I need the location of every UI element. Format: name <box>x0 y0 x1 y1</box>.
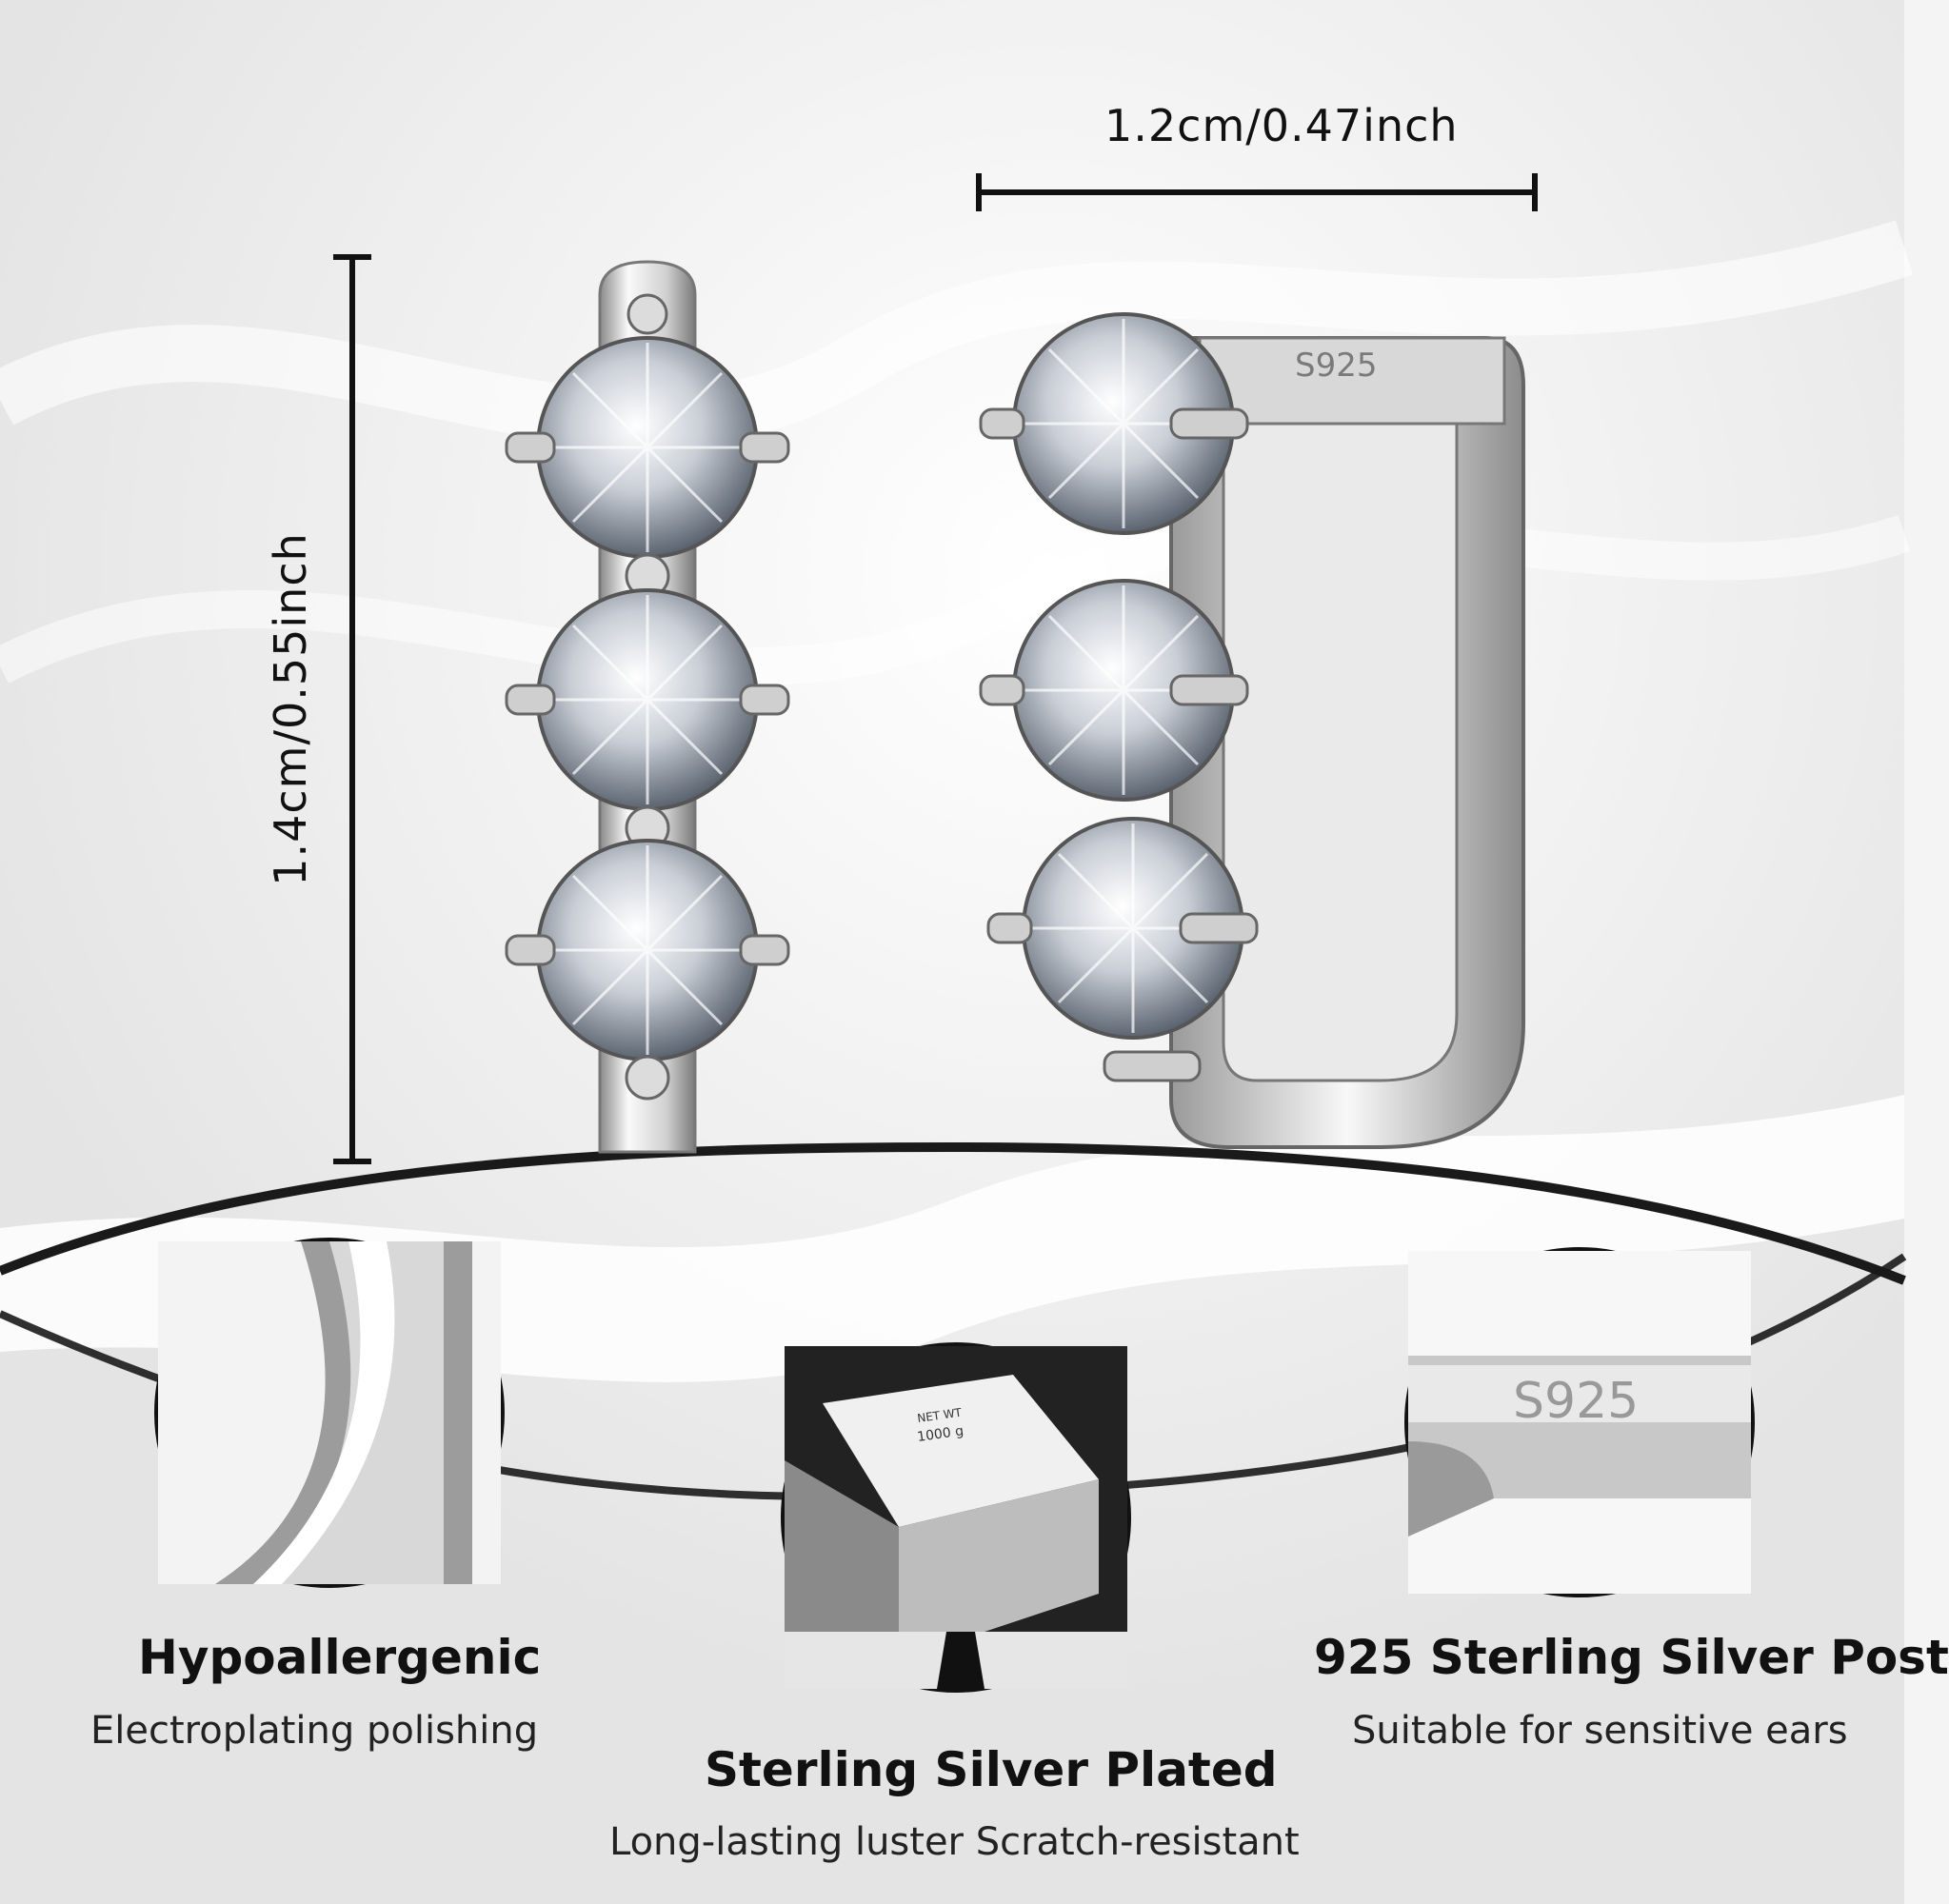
feature-subtitle-hypoallergenic: Electroplating polishing <box>90 1709 539 1753</box>
s925-post-closeup-image: S925 <box>1408 1251 1751 1594</box>
feature-title-plated: Sterling Silver Plated <box>705 1742 1278 1797</box>
height-dimension-line <box>333 254 371 1164</box>
width-label: 1.2cm/0.47inch <box>1104 100 1459 151</box>
feature-subtitle-plated: Long-lasting luster Scratch-resistant <box>609 1820 1300 1864</box>
height-label: 1.4cm/0.55inch <box>265 532 316 886</box>
closeup-stamp: S925 <box>1513 1373 1639 1430</box>
swoosh-arc <box>0 1141 1906 1285</box>
polish-closeup-image <box>158 1241 501 1584</box>
earring-side-view: S925 <box>979 312 1525 1149</box>
feature-title-hypoallergenic: Hypoallergenic <box>138 1630 542 1685</box>
width-dimension-line <box>976 173 1538 211</box>
feature-subtitle-post: Suitable for sensitive ears <box>1352 1709 1848 1753</box>
closeup-s925-post: S925 <box>1404 1247 1755 1597</box>
bar-stamp-line1: NET WT <box>916 1405 963 1424</box>
bar-stamp-line2: 1000 g <box>916 1423 965 1445</box>
silver-bar-closeup-image: NET WT 1000 g <box>785 1346 1127 1689</box>
feature-title-post: 925 Sterling Silver Post <box>1314 1630 1949 1685</box>
earring-front-view <box>505 260 790 1154</box>
earring-stamp: S925 <box>1295 347 1377 385</box>
closeup-polish <box>154 1238 505 1588</box>
closeup-silver-bar: NET WT 1000 g <box>781 1342 1131 1693</box>
